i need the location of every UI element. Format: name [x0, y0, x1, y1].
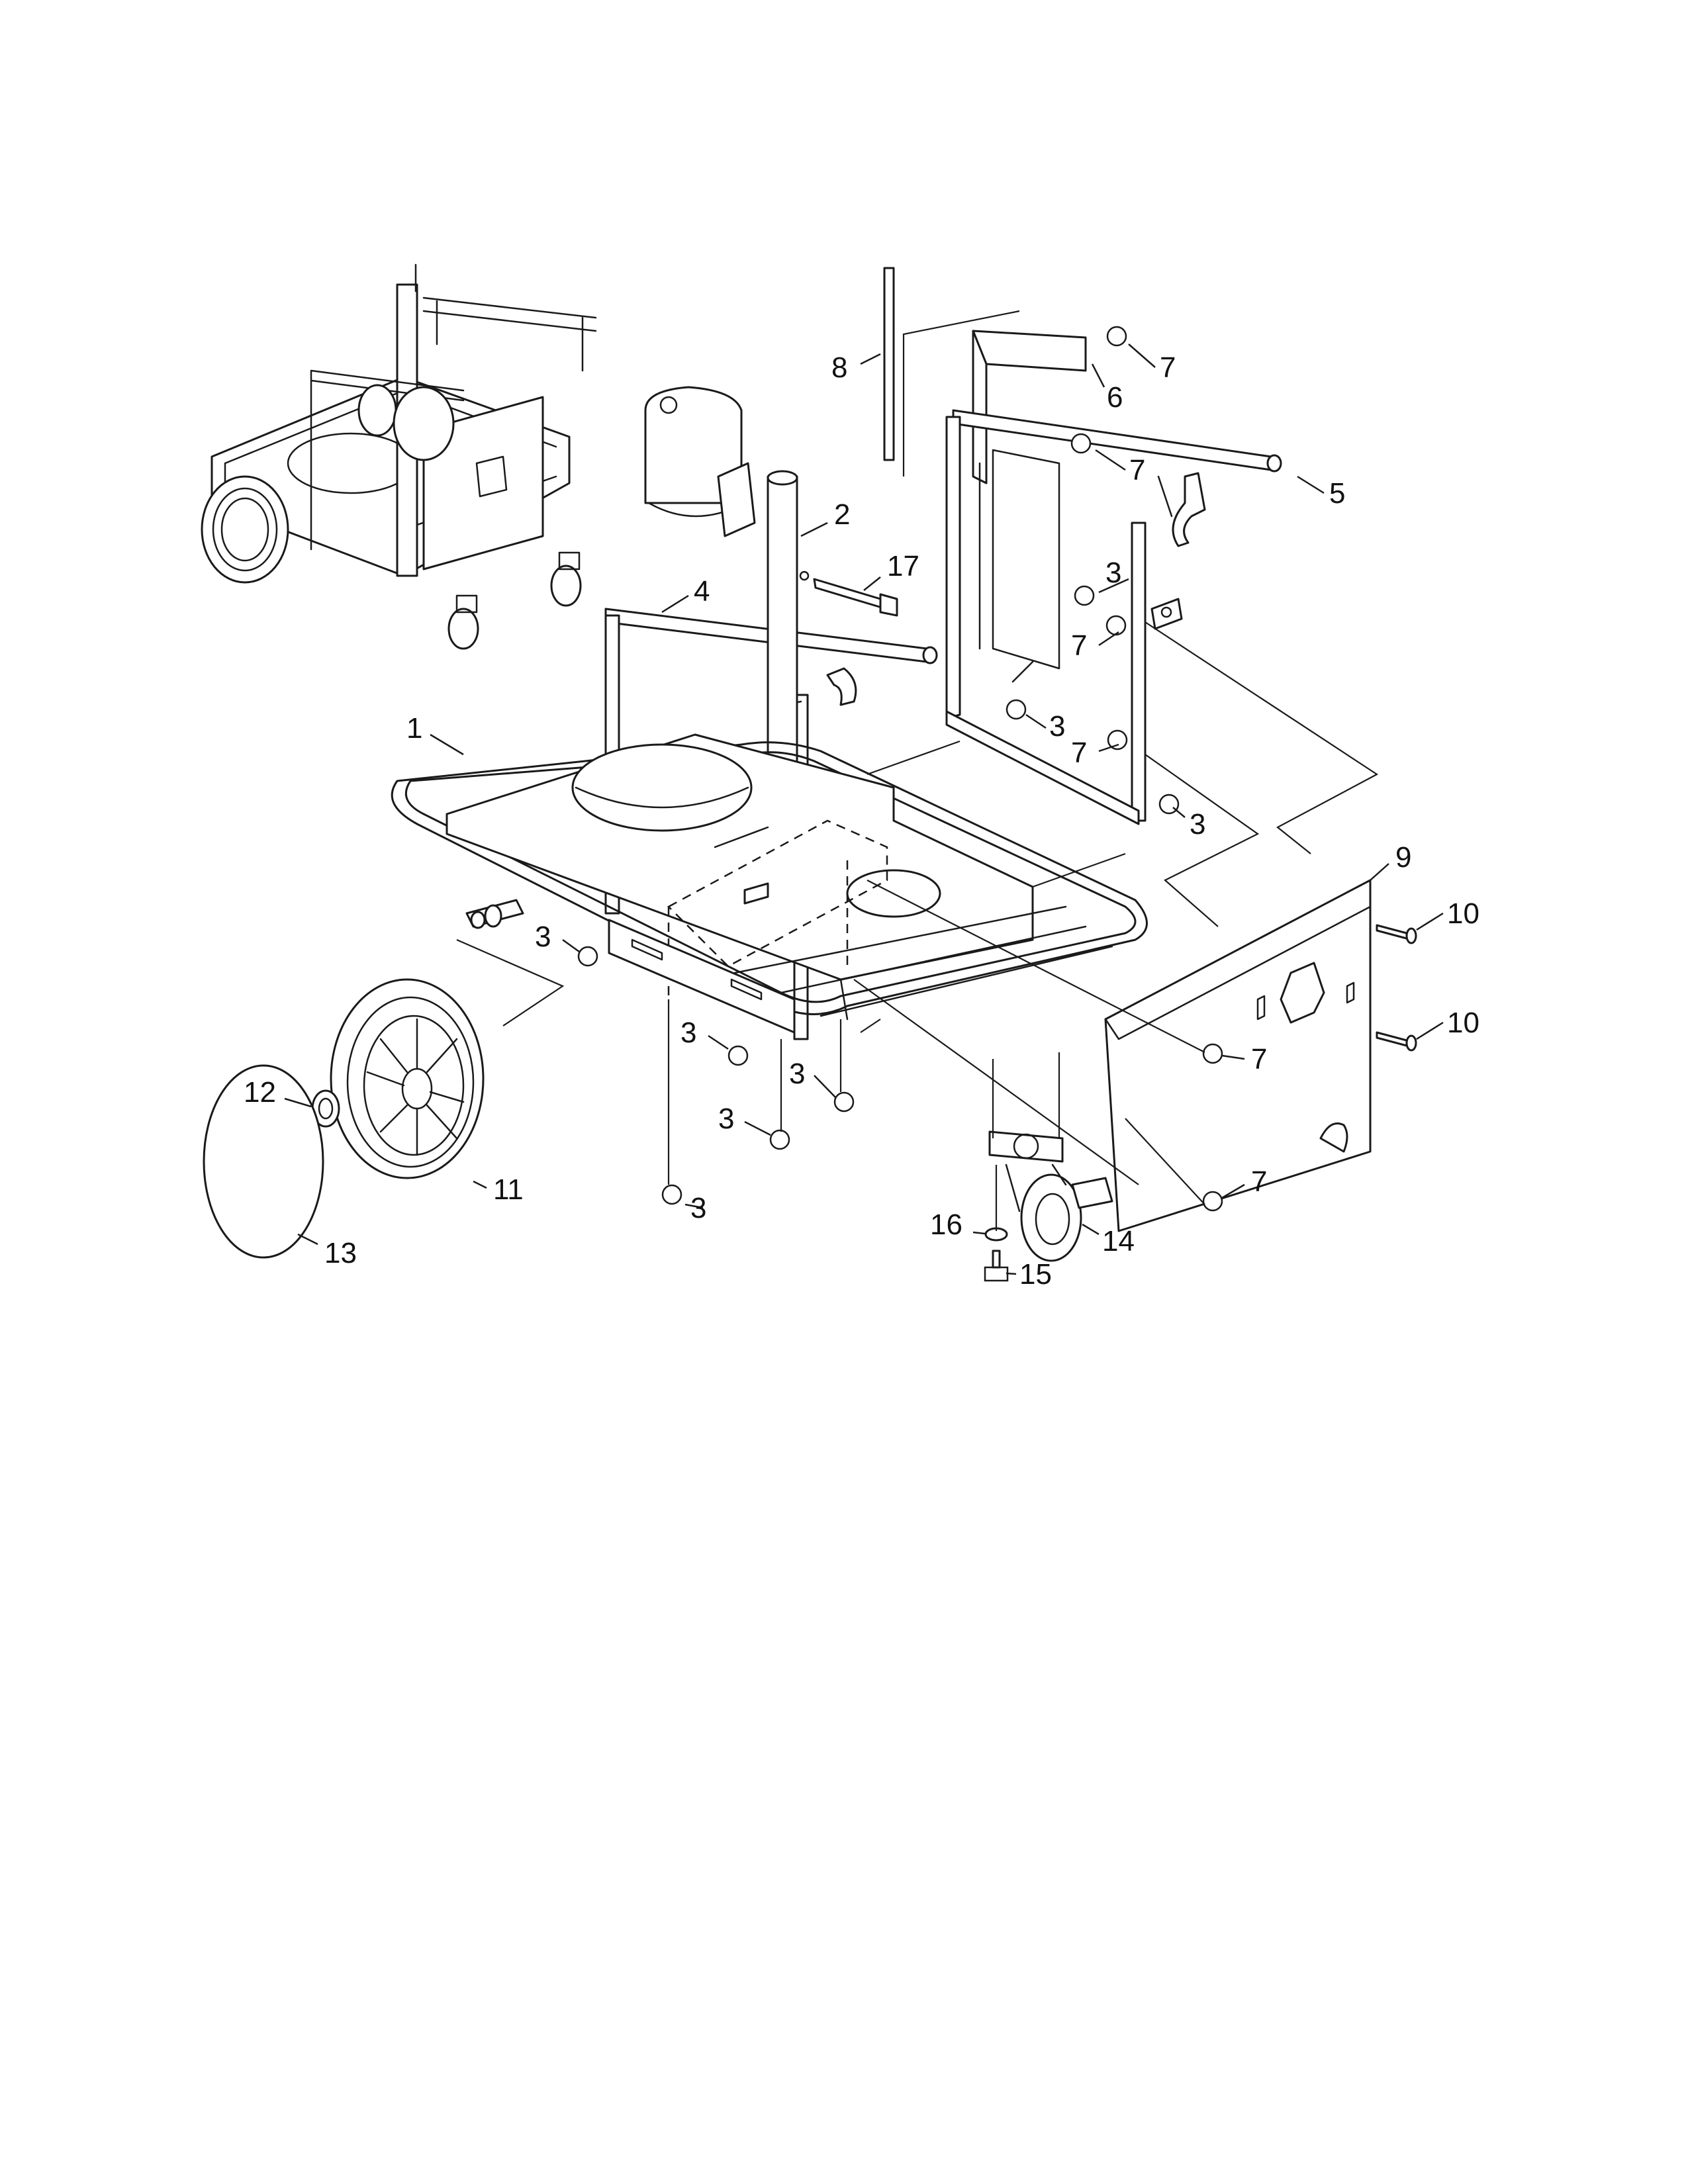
callout-6: 6 [1107, 381, 1123, 414]
part-axle [465, 899, 524, 929]
callout-14: 14 [1102, 1225, 1135, 1257]
callout-10-lower: 10 [1447, 1007, 1479, 1039]
part-retaining-ring [311, 1089, 340, 1128]
callout-7-upper: 7 [1129, 454, 1145, 486]
callout-3-front-mid: 3 [680, 1017, 696, 1049]
part-hub-cap [203, 1064, 324, 1259]
callout-3-front-left: 3 [535, 921, 551, 953]
part-wheel [330, 978, 485, 1179]
callout-7-lower: 7 [1071, 737, 1087, 769]
part-bracket-plate [972, 330, 1087, 683]
callout-3-bottom: 3 [690, 1192, 706, 1224]
callout-3-bottom-right: 3 [789, 1058, 805, 1090]
callout-7-top: 7 [1160, 351, 1176, 384]
cylinder-bottle-silhouette [644, 386, 756, 537]
part-base-frame [391, 733, 1148, 1034]
callout-12: 12 [244, 1076, 276, 1109]
assembly-guide-lines [456, 310, 1379, 1231]
callout-1: 1 [406, 712, 422, 745]
callout-13: 13 [324, 1237, 357, 1269]
callout-16: 16 [930, 1208, 962, 1241]
part-rear-upright-frame [945, 409, 1282, 825]
callout-8: 8 [831, 351, 847, 384]
callout-17: 17 [887, 550, 919, 582]
part-rod [860, 267, 895, 461]
callout-7-middle: 7 [1071, 629, 1087, 662]
callout-9: 9 [1395, 841, 1411, 874]
callout-15: 15 [1019, 1258, 1052, 1291]
part-caster [988, 1130, 1113, 1262]
callout-10-upper: 10 [1447, 897, 1479, 930]
callout-7-panel-lower: 7 [1251, 1165, 1267, 1198]
callout-5: 5 [1329, 477, 1345, 510]
assembled-cart-thumbnail [201, 263, 597, 650]
callout-leaders [284, 343, 1444, 1275]
part-side-panel [1104, 879, 1372, 1232]
part-screw-and-washer [984, 1227, 1009, 1282]
callout-2: 2 [834, 498, 850, 531]
callout-11: 11 [493, 1173, 524, 1206]
callout-3-frame-bottom: 3 [1190, 808, 1205, 841]
callout-3-frame-right-upper: 3 [1105, 557, 1121, 589]
callout-7-panel-upper: 7 [1251, 1043, 1267, 1075]
hardware-screws [1376, 924, 1417, 1052]
callout-3-bottom-mid: 3 [718, 1103, 734, 1135]
callout-4: 4 [694, 575, 710, 608]
callout-3-frame-middle: 3 [1049, 710, 1065, 743]
part-long-bolt [799, 570, 898, 617]
hardware-nuts [577, 326, 1223, 1212]
callout-labels: 1 2 3 3 3 3 3 3 3 3 4 5 6 7 7 7 7 7 7 8 … [244, 351, 1479, 1291]
